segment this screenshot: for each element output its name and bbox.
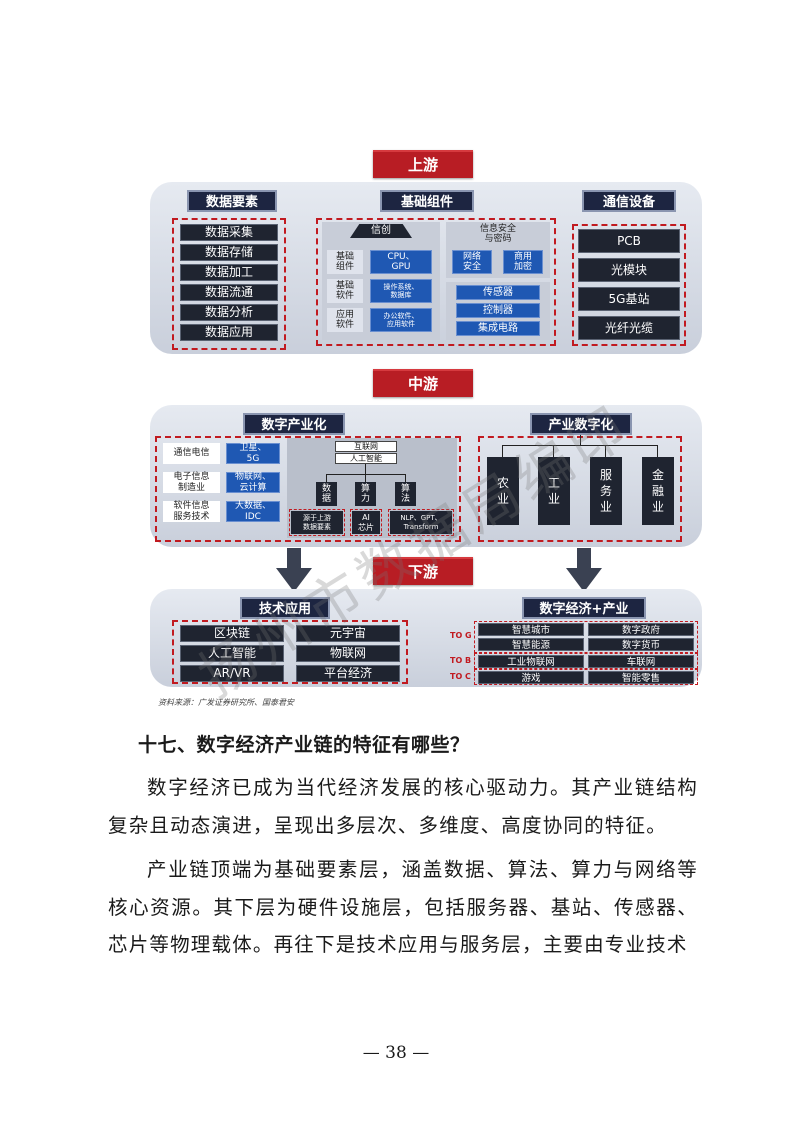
to-b-item: 工业物联网 <box>478 655 584 668</box>
ai-node: 算 法 <box>395 482 416 506</box>
stage-downstream-tag: 下游 <box>373 557 473 585</box>
data-elements-box <box>172 218 286 350</box>
industrial-digitalization-title: 产业数字化 <box>530 413 632 435</box>
comm-equipment-title: 通信设备 <box>582 190 676 212</box>
to-b-label: TO B <box>450 656 472 665</box>
xinchuang-row-value: 操作系统、 数据库 <box>370 279 432 303</box>
hardware-item: 集成电路 <box>456 321 540 336</box>
to-g-label: TO G <box>450 631 472 640</box>
info-security-item: 商用 加密 <box>503 250 543 274</box>
comm-equipment-item: 光纤光缆 <box>578 316 680 340</box>
data-element-item: 数据存储 <box>180 244 278 261</box>
tech-app-item: 人工智能 <box>180 645 284 662</box>
to-b-item: 车联网 <box>588 655 694 668</box>
xinchuang-row-value: 办公软件、 应用软件 <box>370 308 432 332</box>
comm-equipment-item: 光模块 <box>578 258 680 282</box>
connector <box>553 445 554 457</box>
tech-applications-box <box>172 620 408 684</box>
connector <box>326 474 406 475</box>
tech-app-item: 区块链 <box>180 625 284 642</box>
connector <box>405 474 406 482</box>
to-g-item: 智慧能源 <box>478 638 584 651</box>
info-security-item: 网络 安全 <box>452 250 492 274</box>
digital-industrialization-box <box>155 436 461 542</box>
digital-economy-industry-title: 数字经济+产业 <box>522 597 646 619</box>
dig-ind-value: 物联网、 云计算 <box>226 472 280 493</box>
connector <box>605 445 606 457</box>
xinchuang-row-label: 应用 软件 <box>327 308 363 332</box>
stage-upstream-tag: 上游 <box>373 150 473 178</box>
ai-node: 算 力 <box>355 482 376 506</box>
connector <box>502 445 657 446</box>
section-heading: 十七、数字经济产业链的特征有哪些？ <box>138 734 470 756</box>
connector <box>326 474 327 482</box>
to-g-item: 智慧城市 <box>478 623 584 636</box>
hardware-item: 控制器 <box>456 303 540 318</box>
hardware-item: 传感器 <box>456 285 540 300</box>
ai-node: 数 据 <box>316 482 337 506</box>
ai-chip: AI 芯片 <box>352 511 380 534</box>
down-arrow-icon <box>566 548 602 592</box>
connector <box>502 445 503 457</box>
xinchuang-title: 信创 <box>350 224 412 238</box>
data-element-item: 数据采集 <box>180 224 278 241</box>
ai-core-top: 互联网 <box>335 441 397 452</box>
info-security-title: 信息安全 与密码 <box>479 223 516 244</box>
ai-algo: NLP、GPT、 Transform <box>390 511 452 534</box>
data-element-item: 数据加工 <box>180 264 278 281</box>
to-b-box <box>474 653 698 669</box>
comm-equipment-box <box>572 224 686 346</box>
tech-applications-title: 技术应用 <box>240 597 330 619</box>
connector <box>580 435 581 445</box>
base-components-box <box>316 218 556 346</box>
dig-ind-label: 通信电信 <box>163 443 220 464</box>
ai-algo-box <box>388 509 454 536</box>
base-components-title: 基础组件 <box>380 190 474 212</box>
data-elements-title: 数据要素 <box>187 190 277 212</box>
to-g-item: 数字货币 <box>588 638 694 651</box>
dig-ind-label: 软件信息 服务技术 <box>163 501 220 522</box>
tech-app-item: AR/VR <box>180 665 284 682</box>
sector-item: 服 务 业 <box>590 457 622 525</box>
to-c-label: TO C <box>450 672 471 681</box>
dig-ind-value: 卫星、 5G <box>226 443 280 464</box>
comm-equipment-item: PCB <box>578 229 680 253</box>
tech-app-item: 物联网 <box>296 645 400 662</box>
xinchuang-row-label: 基础 组件 <box>327 250 363 274</box>
sector-item: 金 融 业 <box>642 457 674 525</box>
page-number: — 38 — <box>362 1043 430 1063</box>
diagram-source: 资料来源：广发证券研究所、国泰君安 <box>158 698 294 707</box>
comm-equipment-item: 5G基站 <box>578 287 680 311</box>
to-g-item: 数字政府 <box>588 623 694 636</box>
connector <box>365 474 366 482</box>
ai-source-box <box>289 509 345 536</box>
data-element-item: 数据流通 <box>180 284 278 301</box>
xinchuang-row-label: 基础 软件 <box>327 279 363 303</box>
ai-core-top: 人工智能 <box>335 453 397 464</box>
data-element-item: 数据分析 <box>180 304 278 321</box>
connector <box>657 445 658 457</box>
paragraph: 数字经济已成为当代经济发展的核心驱动力。其产业链结构复杂且动态演进，呈现出多层次… <box>108 776 698 837</box>
dig-ind-value: 大数据、 IDC <box>226 501 280 522</box>
stage-midstream-tag: 中游 <box>373 369 473 397</box>
digital-industrialization-title: 数字产业化 <box>243 413 345 435</box>
tech-app-item: 元宇宙 <box>296 625 400 642</box>
data-element-item: 数据应用 <box>180 324 278 341</box>
to-c-box <box>474 669 698 685</box>
tech-app-item: 平台经济 <box>296 665 400 682</box>
xinchuang-row-value: CPU、 GPU <box>370 250 432 274</box>
connector <box>365 464 366 474</box>
to-g-box <box>474 621 698 653</box>
to-c-item: 智能零售 <box>588 671 694 684</box>
to-c-item: 游戏 <box>478 671 584 684</box>
sector-item: 工 业 <box>538 457 570 525</box>
ai-chip-box <box>350 509 382 536</box>
ai-source: 源于上游 数据要素 <box>291 511 343 534</box>
down-arrow-icon <box>276 548 312 592</box>
dig-ind-label: 电子信息 制造业 <box>163 472 220 493</box>
sector-item: 农 业 <box>487 457 519 525</box>
paragraph: 产业链顶端为基础要素层，涵盖数据、算法、算力与网络等核心资源。其下层为硬件设施层… <box>108 858 698 956</box>
